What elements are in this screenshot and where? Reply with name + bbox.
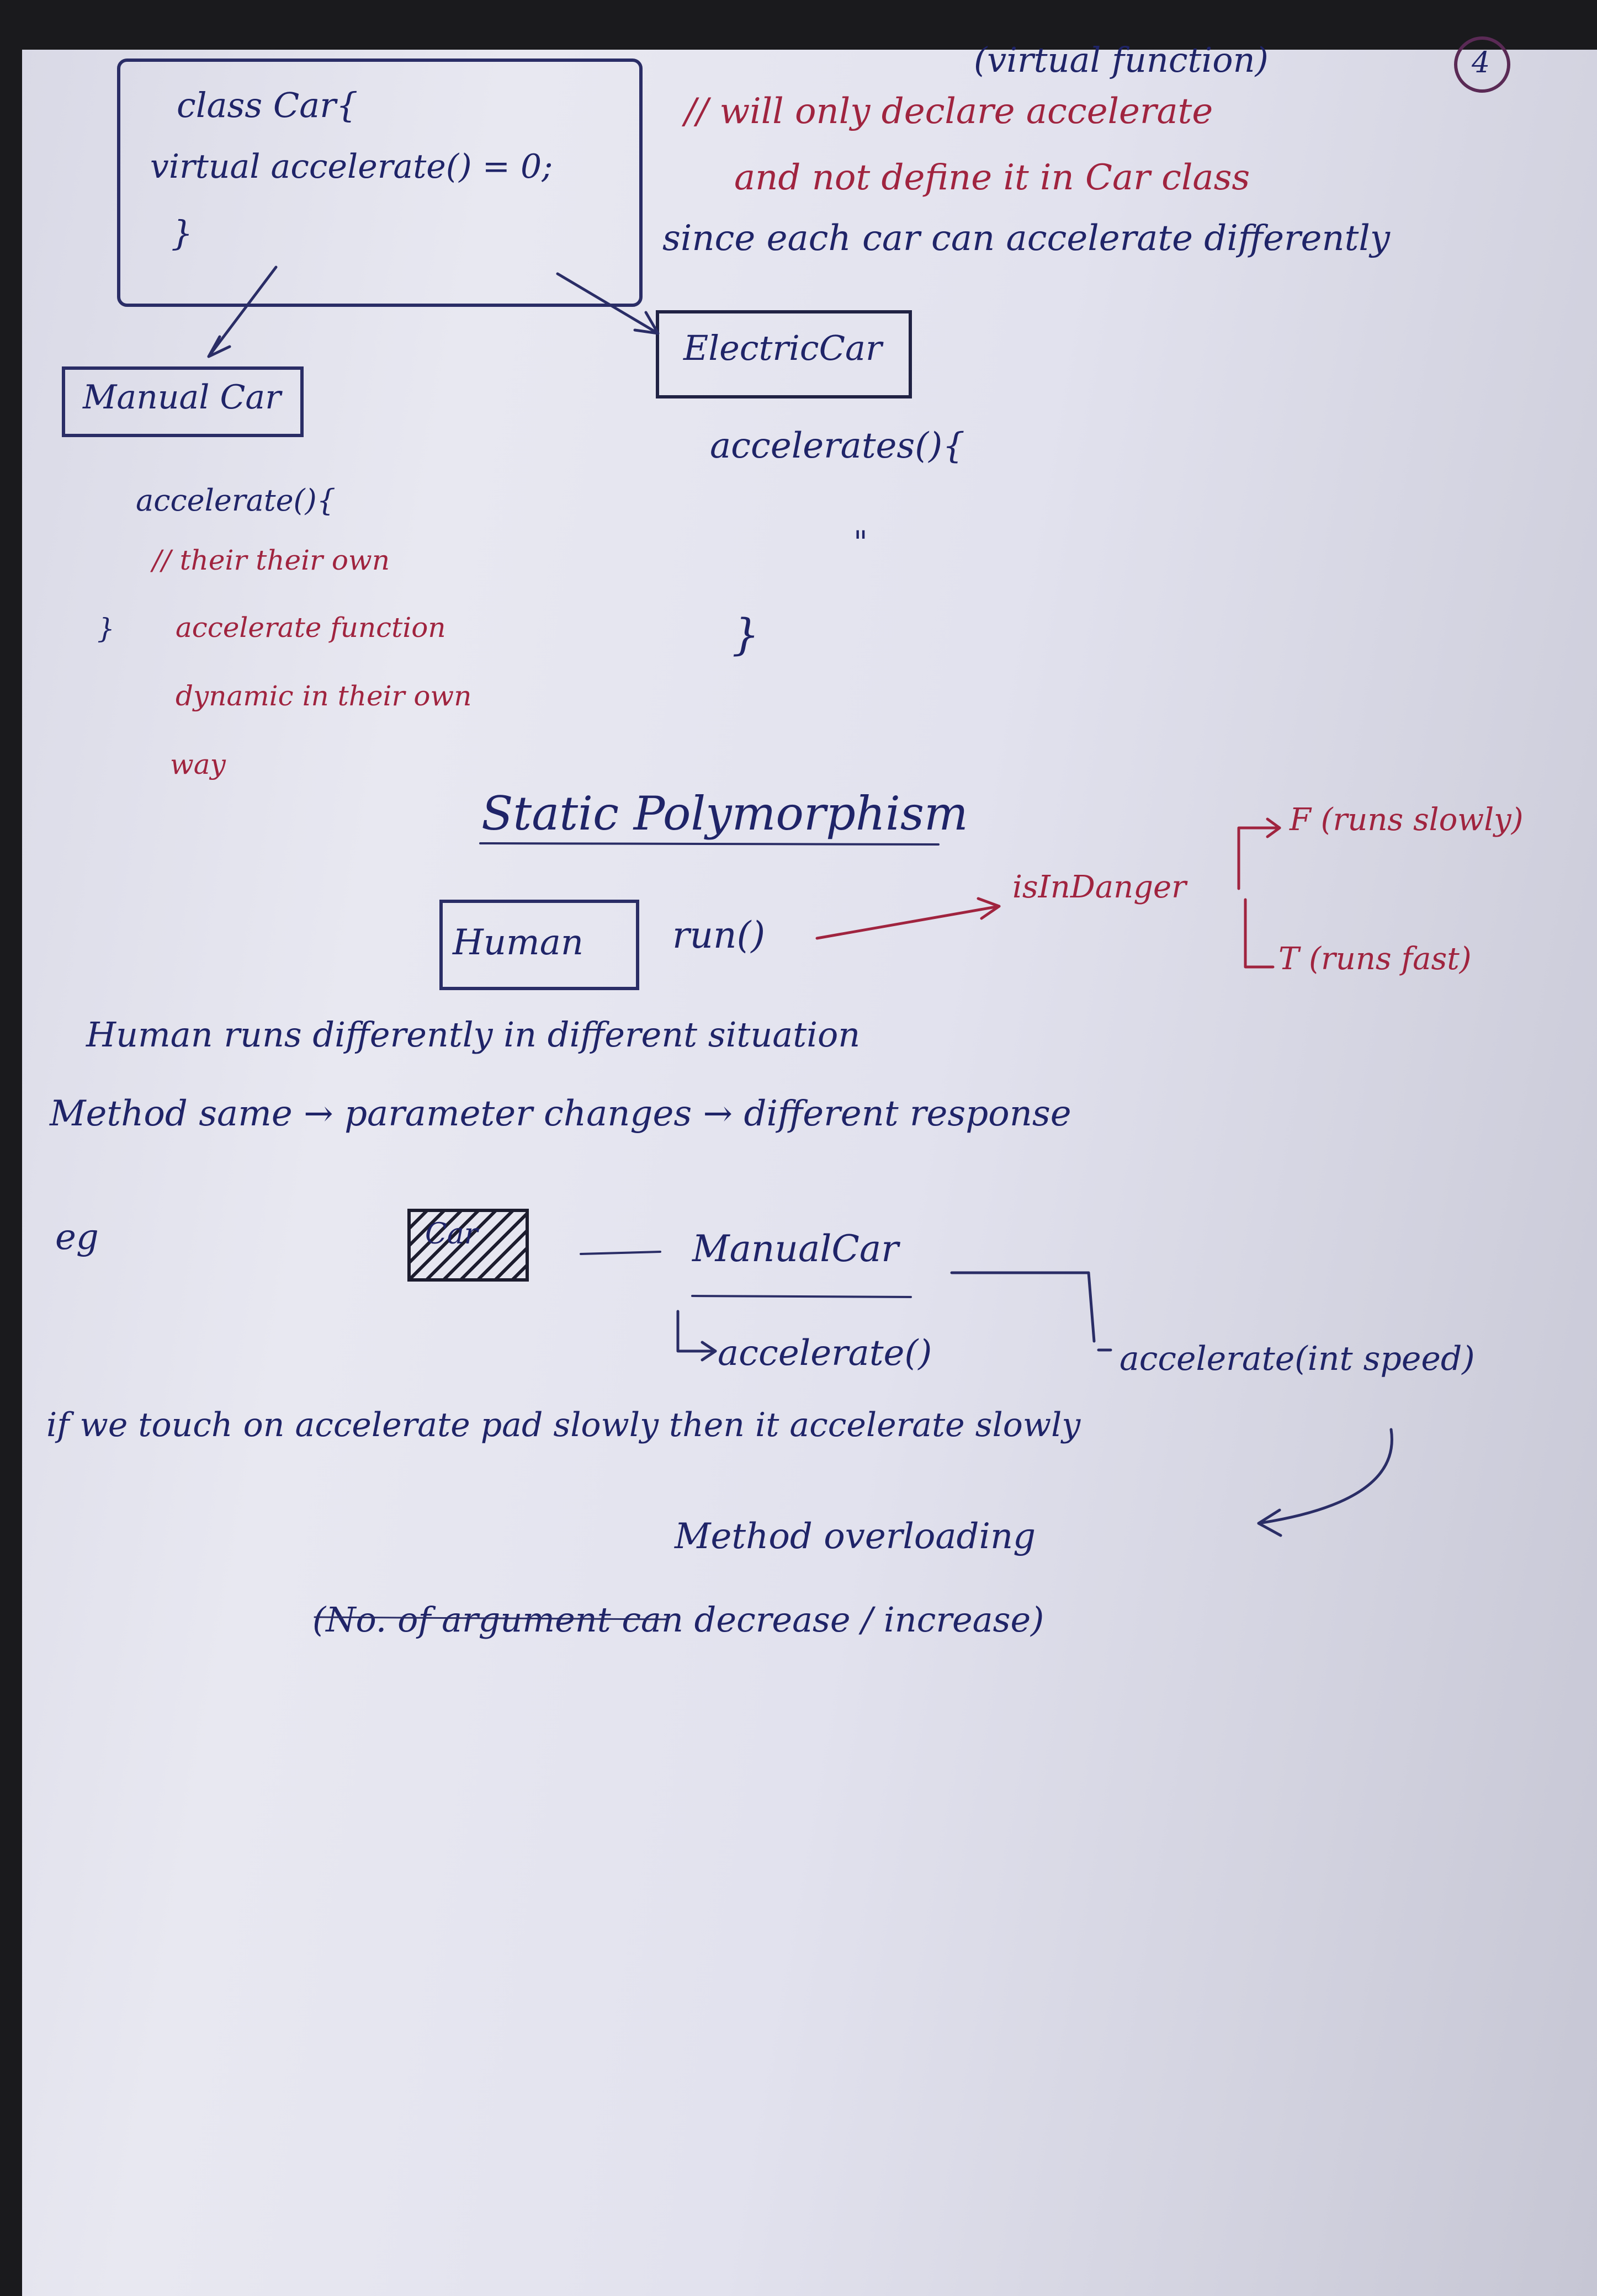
manual-car-label: Manual Car (83, 378, 281, 417)
note-line-2: and not define it in Car class (734, 157, 1250, 198)
class-line-3: } (171, 213, 193, 253)
arrowhead-accel (701, 1341, 717, 1362)
manual-close-brace: } (97, 613, 115, 645)
notebook-page (22, 50, 1597, 2296)
arrowhead-overloading (1257, 1508, 1282, 1537)
arrowhead-manual-car (207, 335, 231, 358)
arrow-to-manual-car (207, 265, 278, 358)
run-method: run() (672, 914, 766, 956)
arrow-to-electric-car (556, 272, 660, 335)
true-branch-label: T (runs fast) (1278, 941, 1472, 977)
virtual-function-title: (virtual function) (974, 40, 1269, 80)
method-same-line: Method same → parameter changes → differ… (50, 1093, 1071, 1134)
accelerate-no-arg: accelerate() (718, 1333, 932, 1374)
hatched-car-label: Car (425, 1218, 478, 1251)
hatched-car-box (407, 1209, 529, 1282)
class-line-1: class Car{ (177, 85, 358, 125)
heading-underline (479, 842, 940, 846)
electric-car-box (656, 310, 912, 398)
accelerate-with-arg: accelerate(int speed) (1120, 1340, 1475, 1378)
arrowhead-danger (977, 897, 1001, 920)
electric-car-label: ElectricCar (683, 328, 882, 368)
is-in-danger-label: isInDanger (1012, 869, 1186, 905)
page-number: 4 (1472, 46, 1490, 79)
manual-comment-4: way (170, 748, 226, 780)
manual-car-to-accel-int (950, 1271, 1096, 1343)
manual-car-example: ManualCar (692, 1227, 899, 1270)
overloading-note: (No. of argument can decrease / increase… (312, 1599, 1044, 1640)
manual-comment-2: accelerate function (176, 612, 446, 644)
car-class-box (117, 59, 643, 307)
eg-label: eg (55, 1217, 99, 1258)
page-number-circle (1454, 36, 1510, 93)
branch-false (1237, 826, 1281, 890)
method-overloading-title: Method overloading (675, 1516, 1036, 1557)
overloading-note-strike (314, 1616, 669, 1620)
pedal-line: if we touch on accelerate pad slowly the… (46, 1406, 1081, 1444)
electric-close-brace: } (732, 610, 760, 660)
arrowhead-false (1266, 817, 1281, 838)
electric-ditto: " (853, 525, 868, 561)
human-runs-line: Human runs differently in different situ… (86, 1014, 861, 1055)
static-polymorphism-heading: Static Polymorphism (481, 786, 968, 841)
branch-true (1244, 898, 1275, 969)
manual-accelerate: accelerate(){ (136, 483, 336, 518)
curved-arrow-overloading (1257, 1428, 1393, 1525)
human-box (439, 900, 639, 990)
false-branch-label: F (runs slowly) (1290, 802, 1524, 838)
arrowhead-electric-car (633, 311, 660, 335)
electric-accelerate: accelerates(){ (710, 426, 965, 466)
manual-car-underline (691, 1295, 912, 1298)
manual-comment-1: // their their own (152, 544, 390, 576)
note-line-3: since each car can accelerate differentl… (662, 218, 1390, 259)
note-line-1: // will only declare accelerate (685, 91, 1213, 132)
arrow-run-to-danger (815, 905, 1001, 940)
manual-car-to-accel (676, 1310, 717, 1353)
manual-car-box (62, 366, 304, 437)
human-label: Human (453, 922, 584, 963)
manual-comment-3: dynamic in their own (176, 680, 472, 712)
dash-car-manual (580, 1251, 661, 1255)
class-line-2: virtual accelerate() = 0; (150, 147, 553, 186)
